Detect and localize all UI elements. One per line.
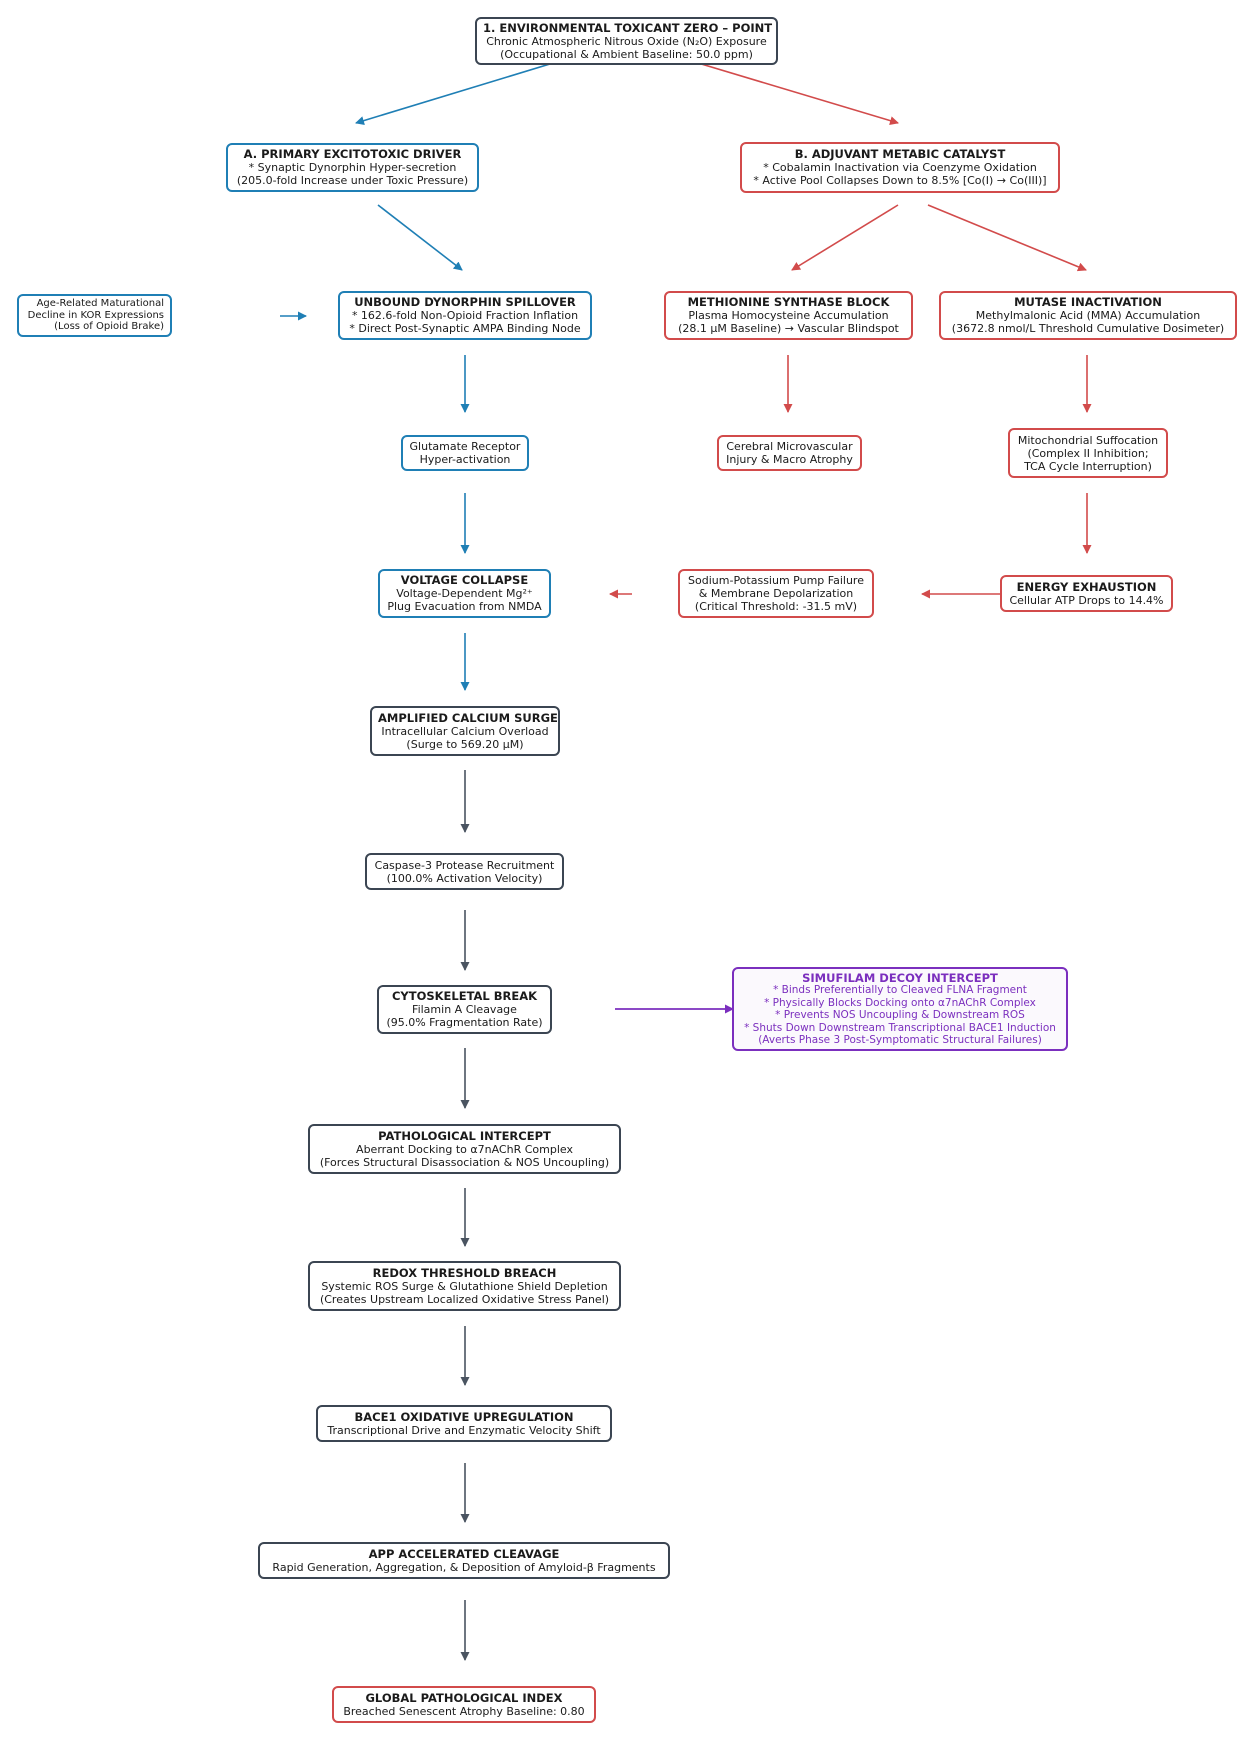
node-line: Transcriptional Drive and Enzymatic Velo… [327,1423,601,1437]
connector-arrow [687,59,899,126]
node-title: BACE1 OXIDATIVE UPREGULATION [354,1409,574,1424]
node-line: (Surge to 569.20 μM) [406,737,524,751]
primary-excitotoxic-driver-node: A. PRIMARY EXCITOTOXIC DRIVER * Synaptic… [226,143,479,192]
node-line: Rapid Generation, Aggregation, & Deposit… [272,1560,656,1574]
node-line: (Averts Phase 3 Post-Symptomatic Structu… [758,1034,1042,1046]
connector-arrow [355,59,564,125]
node-line: Aberrant Docking to α7nAChR Complex [356,1142,573,1156]
node-line: Plug Evacuation from NMDA [387,600,542,613]
node-title: SIMUFILAM DECOY INTERCEPT [802,970,998,985]
node-line: Age-Related Maturational [36,298,164,310]
mutase-inactivation-node: MUTASE INACTIVATION Methylmalonic Acid (… [939,291,1237,340]
pathological-intercept-node: PATHOLOGICAL INTERCEPT Aberrant Docking … [308,1124,621,1174]
node-line: * Physically Blocks Docking onto α7nAChR… [764,996,1036,1009]
node-line: * Prevents NOS Uncoupling & Downstream R… [775,1009,1025,1021]
node-title: MUTASE INACTIVATION [1014,295,1162,309]
node-title: REDOX THRESHOLD BREACH [372,1265,557,1280]
node-line: * Synaptic Dynorphin Hyper-secretion [248,161,457,174]
glutamate-receptor-node: Glutamate Receptor Hyper-activation [401,435,529,471]
node-title: GLOBAL PATHOLOGICAL INDEX [365,1690,563,1705]
node-line: Decline in KOR Expressions [27,309,164,321]
node-line: (205.0-fold Increase under Toxic Pressur… [236,174,469,187]
node-line: Cellular ATP Drops to 14.4% [1009,593,1164,607]
node-line: Injury & Macro Atrophy [726,453,853,466]
methionine-synthase-block-node: METHIONINE SYNTHASE BLOCK Plasma Homocys… [664,291,913,340]
node-line: (3672.8 nmol/L Threshold Cumulative Dosi… [951,322,1225,335]
node-title: CYTOSKELETAL BREAK [391,989,538,1003]
node-line: (Loss of Opioid Brake) [54,321,164,333]
node-line: (95.0% Fragmentation Rate) [386,1016,543,1029]
node-line: Plasma Homocysteine Accumulation [688,309,889,322]
connector-arrow [791,204,899,271]
node-line: (Complex II Inhibition; [1027,446,1149,460]
mitochondrial-suffocation-node: Mitochondrial Suffocation (Complex II In… [1008,428,1168,478]
node-line: Breached Senescent Atrophy Baseline: 0.8… [343,1704,585,1718]
node-line: * 162.6-fold Non-Opioid Fraction Inflati… [351,309,579,322]
age-related-decline-node: Age-Related Maturational Decline in KOR … [17,294,172,337]
node-line: Caspase-3 Protease Recruitment [374,858,555,872]
node-line: (28.1 μM Baseline) → Vascular Blindspot [678,322,899,335]
node-line: Cerebral Microvascular [726,440,853,453]
node-line: (Creates Upstream Localized Oxidative St… [319,1292,610,1306]
node-line: & Membrane Depolarization [698,587,854,600]
node-title: APP ACCELERATED CLEAVAGE [368,1546,560,1561]
node-title: UNBOUND DYNORPHIN SPILLOVER [354,295,576,309]
bace1-oxidative-upregulation-node: BACE1 OXIDATIVE UPREGULATION Transcripti… [316,1405,612,1442]
node-title: AMPLIFIED CALCIUM SURGE [378,710,558,725]
node-line: Sodium-Potassium Pump Failure [688,574,864,587]
node-title: METHIONINE SYNTHASE BLOCK [687,295,890,309]
node-line: Intracellular Calcium Overload [381,724,549,738]
node-line: TCA Cycle Interruption) [1024,459,1152,473]
amplified-calcium-surge-node: AMPLIFIED CALCIUM SURGE Intracellular Ca… [370,706,560,756]
node-line: (Occupational & Ambient Baseline: 50.0 p… [500,47,753,61]
node-line: (Forces Structural Disassociation & NOS … [319,1155,610,1169]
node-line: Hyper-activation [419,453,511,466]
cerebral-microvascular-injury-node: Cerebral Microvascular Injury & Macro At… [717,435,862,471]
node-line: * Active Pool Collapses Down to 8.5% [Co… [753,174,1047,187]
node-line: Systemic ROS Surge & Glutathione Shield … [321,1279,608,1293]
connector-arrow [377,204,463,271]
energy-exhaustion-node: ENERGY EXHAUSTION Cellular ATP Drops to … [1000,575,1173,612]
connector-arrow [927,204,1087,272]
node-title: A. PRIMARY EXCITOTOXIC DRIVER [243,147,462,161]
node-line: * Cobalamin Inactivation via Coenzyme Ox… [763,161,1037,174]
node-title: ENERGY EXHAUSTION [1016,579,1157,594]
sodium-potassium-pump-failure-node: Sodium-Potassium Pump Failure & Membrane… [678,569,874,618]
voltage-collapse-node: VOLTAGE COLLAPSE Voltage-Dependent Mg²⁺ … [378,569,551,618]
node-line: * Shuts Down Downstream Transcriptional … [744,1021,1056,1034]
node-title: 1. ENVIRONMENTAL TOXICANT ZERO – POINT [483,20,773,35]
node-line: * Binds Preferentially to Cleaved FLNA F… [773,984,1027,996]
adjuvant-metabolic-catalyst-node: B. ADJUVANT METABIC CATALYST * Cobalamin… [740,142,1060,193]
node-line: (100.0% Activation Velocity) [386,871,543,885]
global-pathological-index-node: GLOBAL PATHOLOGICAL INDEX Breached Senes… [332,1686,596,1723]
simufilam-decoy-intercept-node: SIMUFILAM DECOY INTERCEPT * Binds Prefer… [732,967,1068,1051]
node-title: PATHOLOGICAL INTERCEPT [378,1128,551,1143]
node-title: VOLTAGE COLLAPSE [400,573,529,587]
cytoskeletal-break-node: CYTOSKELETAL BREAK Filamin A Cleavage (9… [377,985,552,1034]
app-accelerated-cleavage-node: APP ACCELERATED CLEAVAGE Rapid Generatio… [258,1542,670,1579]
unbound-dynorphin-spillover-node: UNBOUND DYNORPHIN SPILLOVER * 162.6-fold… [338,291,592,340]
node-line: Methylmalonic Acid (MMA) Accumulation [975,309,1201,322]
node-line: Glutamate Receptor [409,440,521,453]
redox-threshold-breach-node: REDOX THRESHOLD BREACH Systemic ROS Surg… [308,1261,621,1311]
node-line: * Direct Post-Synaptic AMPA Binding Node [349,322,581,335]
caspase-3-recruitment-node: Caspase-3 Protease Recruitment (100.0% A… [365,853,564,890]
node-title: B. ADJUVANT METABIC CATALYST [794,147,1006,161]
node-line: Mitochondrial Suffocation [1017,433,1159,447]
node-line: (Critical Threshold: -31.5 mV) [694,600,858,613]
node-line: Filamin A Cleavage [412,1003,517,1016]
node-line: Chronic Atmospheric Nitrous Oxide (N₂O) … [486,34,767,48]
toxicant-zero-point-node: 1. ENVIRONMENTAL TOXICANT ZERO – POINT C… [475,17,778,65]
node-line: Voltage-Dependent Mg²⁺ [396,587,533,600]
